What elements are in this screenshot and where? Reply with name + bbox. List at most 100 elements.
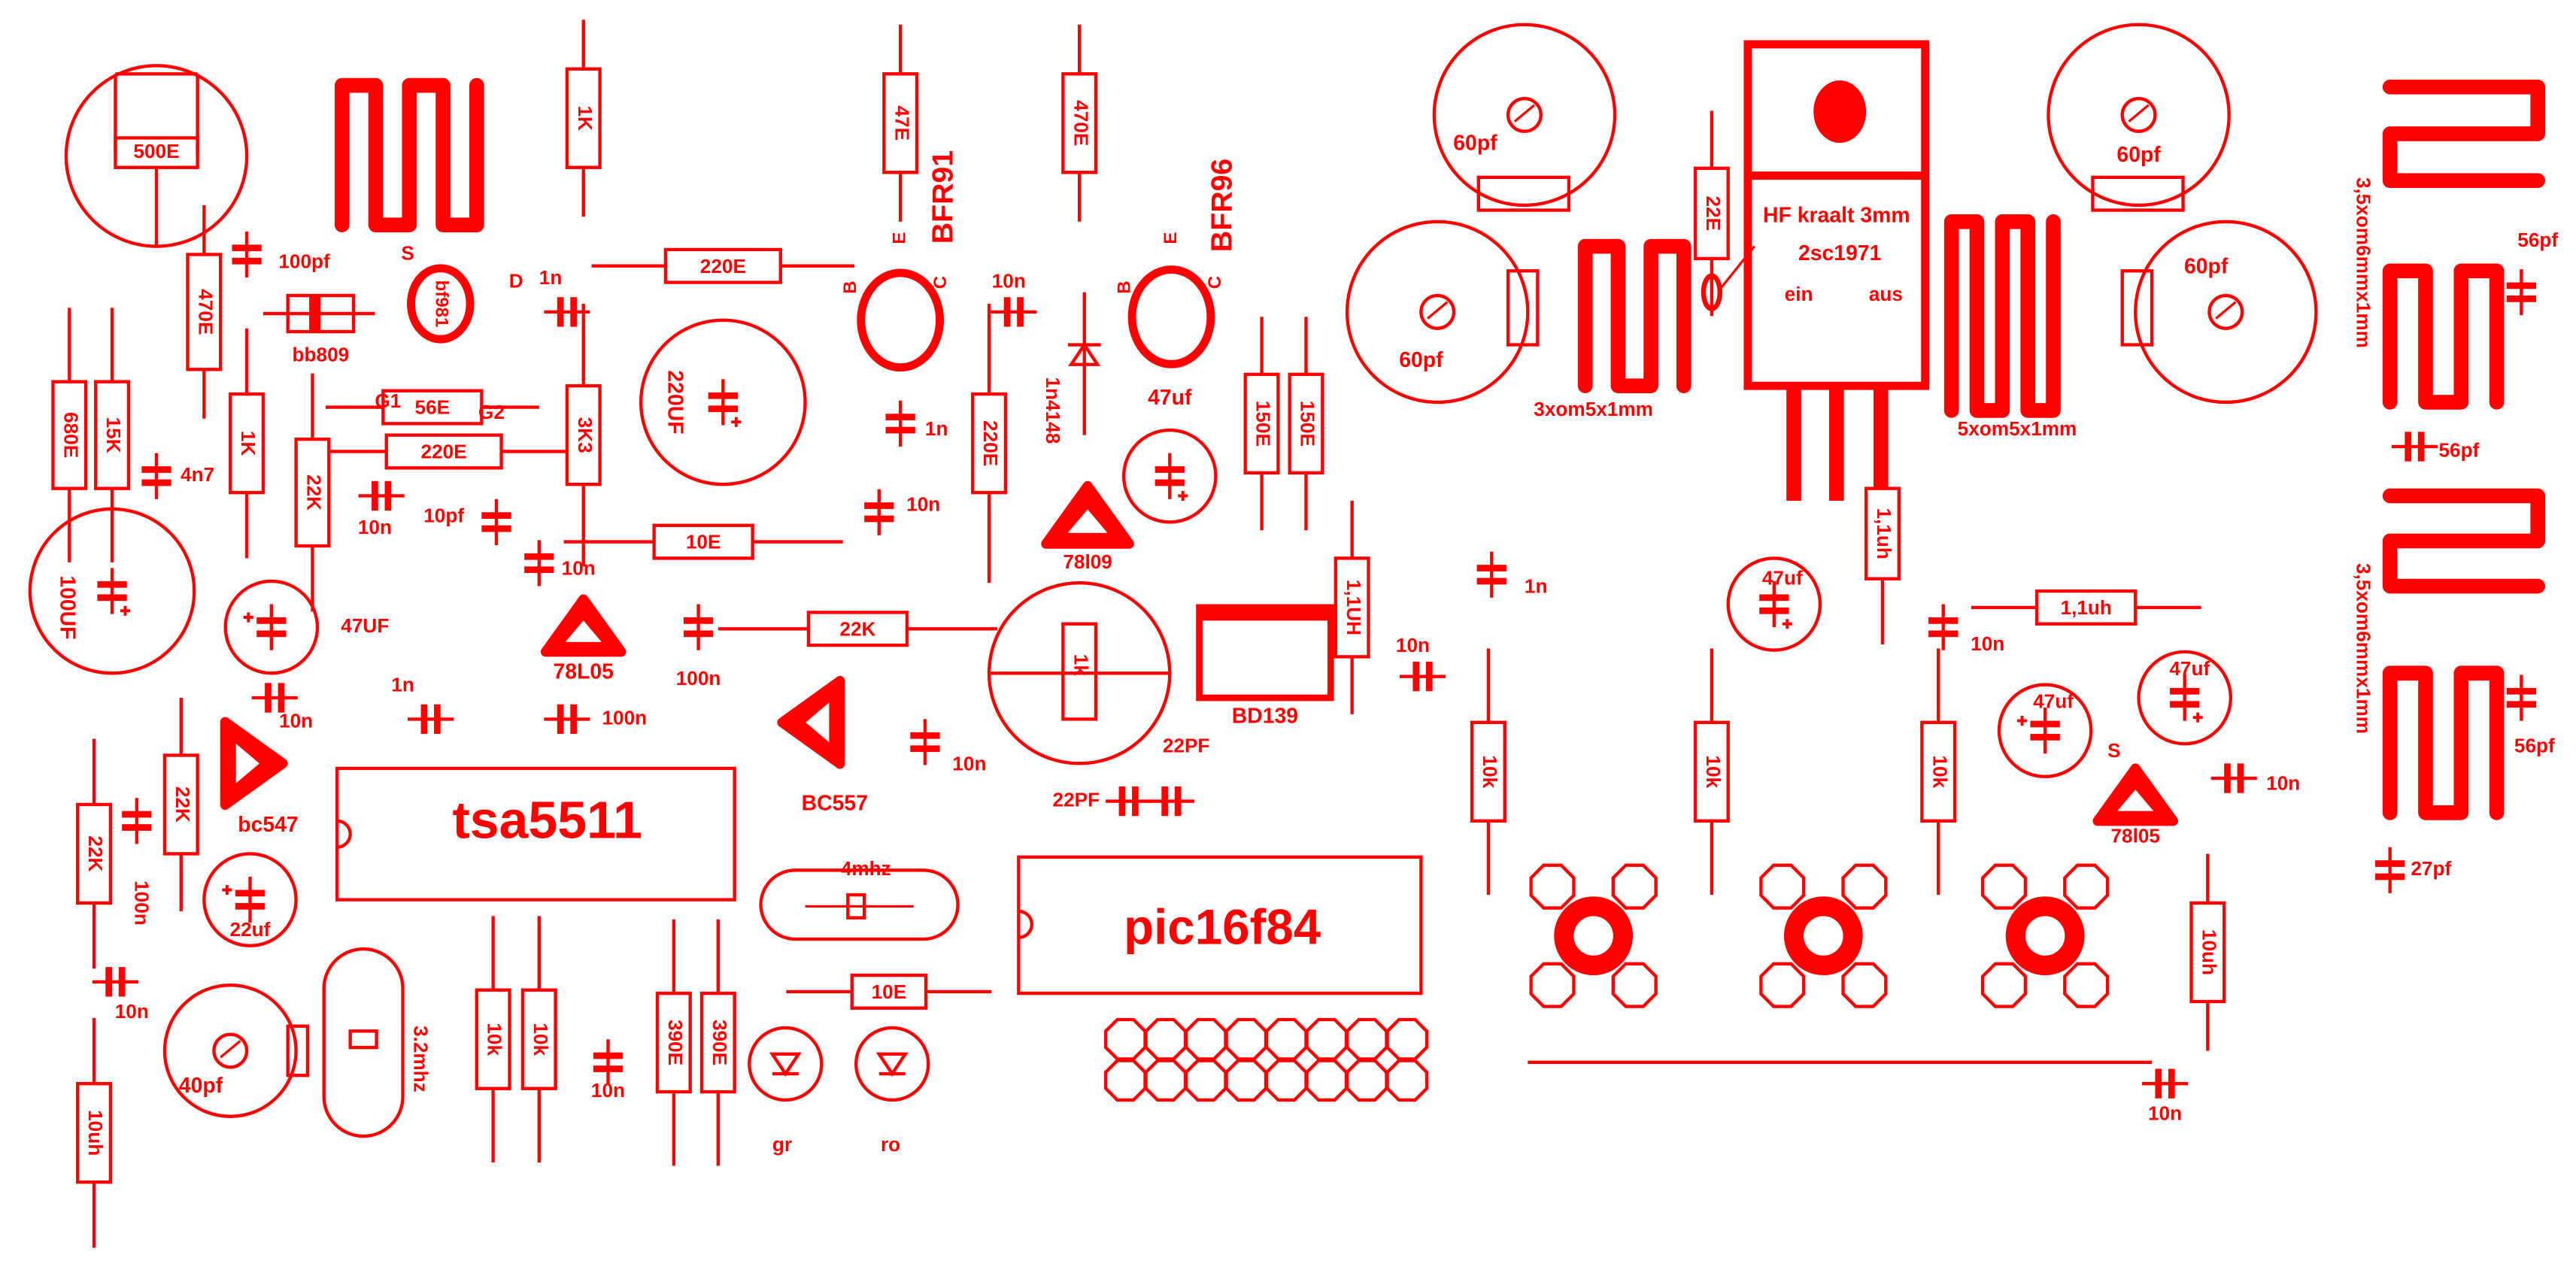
capacitor-plate	[557, 297, 564, 327]
resistor-body	[1920, 720, 1957, 823]
resistor-body	[971, 392, 1008, 495]
resistor-label: 3K3	[574, 417, 596, 453]
label-bf981: bf981	[431, 280, 451, 328]
octagon-pad	[1529, 962, 1576, 1008]
electrolytic-capacitor-outline	[639, 318, 807, 486]
capacitor-plate	[2405, 432, 2412, 462]
capacitor-plate	[1476, 565, 1506, 571]
label-c10n_l: 10n	[2148, 1102, 2182, 1125]
resistor-body	[229, 392, 265, 495]
resistor-label: 150E	[1252, 401, 1275, 447]
capacitor-plate	[1425, 661, 1433, 692]
capacitor-plate	[232, 244, 262, 252]
octagon-pad	[1611, 962, 1658, 1008]
resistor-body	[663, 247, 782, 284]
label-d1: D	[509, 269, 523, 292]
octagon-pad	[1305, 1059, 1349, 1102]
resistor-label: 10k	[1928, 755, 1951, 788]
air-coil-35-d	[2382, 665, 2505, 820]
capacitor-plate	[708, 405, 739, 413]
capacitor-plate	[118, 967, 126, 997]
resistor-label: 390E	[708, 1020, 731, 1065]
electrolytic-capacitor-outline	[1997, 683, 2093, 779]
octagon-pad	[1103, 1059, 1147, 1102]
label-c10pf: 10pf	[423, 505, 464, 527]
label-c10n_f: 10n	[591, 1079, 625, 1102]
capacitor-plate	[683, 630, 714, 638]
capacitor-plate	[372, 480, 378, 511]
resistor-body	[1061, 72, 1098, 174]
ic-notch	[1018, 909, 1034, 940]
capacitor-plate	[481, 512, 511, 520]
connector-pad	[2005, 896, 2085, 976]
capacitor-plate	[864, 515, 894, 523]
electrolytic-capacitor-outline	[2137, 650, 2233, 746]
capacitor-plate	[864, 502, 894, 509]
capacitor-plate	[524, 566, 554, 574]
regulator-hole	[806, 702, 830, 743]
resistor-label: 220E	[421, 441, 467, 463]
label-c1n_d: 1n	[925, 417, 948, 440]
label-u78l09: 78l09	[1063, 550, 1112, 573]
capacitor-plate	[2170, 687, 2200, 695]
octagon-pad	[1264, 1017, 1308, 1061]
resistor-body	[294, 437, 331, 548]
capacitor-plate	[1017, 297, 1024, 327]
resistor-label: 1K	[574, 105, 596, 131]
resistor-label: 1K	[237, 431, 259, 456]
resistor-body	[381, 389, 484, 426]
resistor-label: 680E	[59, 412, 82, 458]
octagon-pad	[1980, 962, 2028, 1008]
screw-slot	[1427, 301, 1449, 320]
octagon-pad	[1264, 1059, 1308, 1102]
label-p1k: 1k	[1070, 654, 1092, 677]
resistor-label: 10E	[686, 531, 721, 553]
resistor-body	[475, 988, 511, 1090]
label-bc557: BC557	[802, 791, 868, 815]
resistor-label: 470E	[1070, 100, 1092, 146]
label-t60pf_b: 60pf	[1399, 348, 1443, 372]
octagon-pad	[1184, 1017, 1227, 1061]
resistor-body	[806, 611, 909, 647]
resistor-body	[652, 523, 754, 560]
label-c10n_d: 10n	[952, 752, 986, 774]
label-aus: aus	[1869, 283, 1903, 305]
resistor-body	[2189, 901, 2226, 1004]
label-l35_a: 3,5xom6mmx1mm	[2353, 177, 2375, 348]
label-c100n_b: 100n	[602, 706, 647, 729]
polarity-plus-icon	[1782, 619, 1792, 629]
label-s1: S	[401, 241, 414, 264]
capacitor-plate	[122, 811, 152, 818]
resistor-label: 150E	[1297, 401, 1319, 447]
ic-label: pic16f84	[1124, 899, 1321, 954]
capacitor-plate	[524, 553, 554, 560]
crystal-symbol	[348, 1029, 378, 1050]
resistor-body	[1864, 486, 1901, 580]
trimmer-outline	[2047, 23, 2231, 208]
label-c100pf: 100pf	[278, 250, 330, 272]
capacitor-plate	[1476, 577, 1506, 585]
resistor-label: 10k	[529, 1023, 552, 1056]
capacitor-plate	[910, 745, 940, 753]
capacitor-plate	[278, 683, 285, 713]
resistor-body	[1334, 556, 1370, 659]
resistor-body	[162, 753, 199, 856]
octagon-pad	[1305, 1017, 1349, 1061]
capacitor-plate	[1759, 607, 1789, 614]
capacitor-plate	[593, 1052, 624, 1059]
resistor-label: 10k	[1702, 755, 1725, 788]
capacitor-label: 100UF	[55, 575, 79, 639]
label-d1n4148: 1n4148	[1042, 377, 1064, 444]
octagon-pad	[1759, 962, 1806, 1008]
capacitor-plate	[265, 683, 272, 713]
trimmer-tab	[2091, 175, 2185, 212]
polarity-plus-icon	[120, 605, 131, 616]
octagon-pad	[2063, 863, 2110, 910]
2sc1971-outline	[1743, 40, 1930, 390]
component-outlines	[28, 20, 2546, 1248]
trimmer-screw	[2120, 96, 2157, 133]
trimmer-outline	[1432, 23, 1617, 208]
label-t60pf_a: 60pf	[1453, 132, 1497, 156]
label-c56pf_c: 56pf	[2514, 734, 2555, 756]
diode-1n4148	[1068, 341, 1101, 366]
